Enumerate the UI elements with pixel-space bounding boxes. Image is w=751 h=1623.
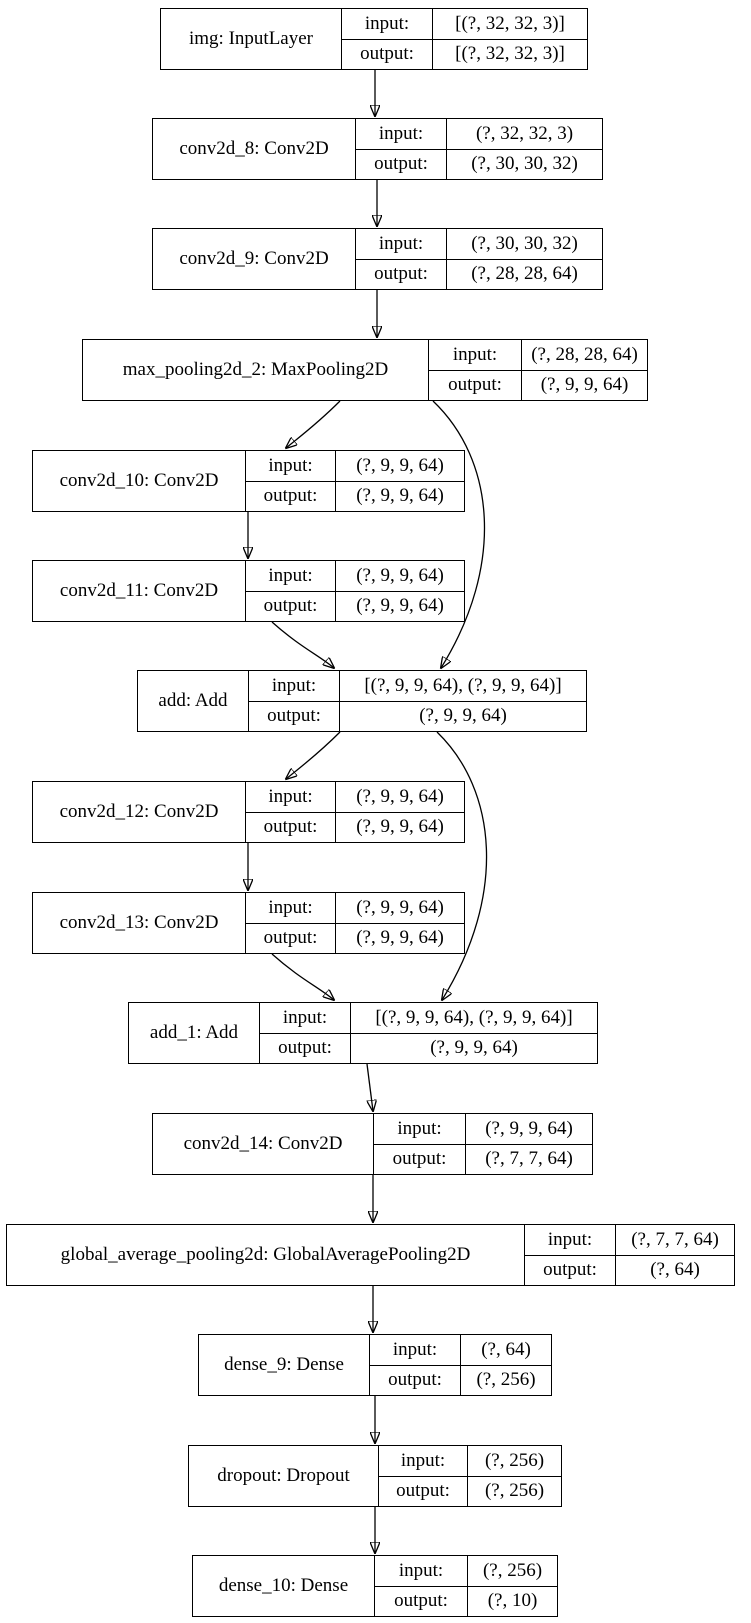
input-shape: (?, 30, 30, 32) (446, 229, 602, 259)
output-row-label: output: (448, 374, 502, 396)
output-row-label: output: (374, 263, 428, 285)
layer-node-add: add: Add input: [(?, 9, 9, 64), (?, 9, 9… (137, 670, 587, 732)
input-row-label: input: (268, 454, 313, 476)
input-row-label: input: (271, 674, 317, 696)
output-shape: (?, 9, 9, 64) (339, 701, 586, 731)
output-shape: (?, 28, 28, 64) (446, 259, 602, 289)
layer-node-conv2d_10: conv2d_10: Conv2D input: (?, 9, 9, 64) o… (32, 450, 465, 512)
layer-node-conv2d_8: conv2d_8: Conv2D input: (?, 32, 32, 3) o… (152, 118, 603, 180)
output-shape: (?, 7, 7, 64) (465, 1144, 592, 1174)
layer-name: conv2d_11: Conv2D (59, 580, 219, 601)
layer-node-dropout: dropout: Dropout input: (?, 256) output:… (188, 1445, 562, 1507)
layer-name: conv2d_14: Conv2D (183, 1133, 343, 1154)
output-shape: (?, 64) (615, 1255, 734, 1285)
edge-conv2d_13-to-add_1 (271, 953, 334, 1000)
input-shape: [(?, 9, 9, 64), (?, 9, 9, 64)] (339, 671, 586, 701)
edge-add-to-conv2d_12 (286, 731, 341, 779)
input-row-label: input: (398, 1559, 444, 1581)
layer-node-conv2d_14: conv2d_14: Conv2D input: (?, 9, 9, 64) o… (152, 1113, 593, 1175)
input-row-label: input: (397, 1117, 442, 1139)
layer-name: dense_9: Dense (224, 1354, 344, 1375)
input-shape: [(?, 9, 9, 64), (?, 9, 9, 64)] (350, 1003, 597, 1033)
edge-add_1-to-conv2d_14 (366, 1063, 373, 1111)
output-shape: (?, 256) (460, 1365, 551, 1395)
input-row-label: input: (364, 12, 410, 34)
input-row-label: input: (282, 1006, 328, 1028)
input-shape: (?, 256) (467, 1556, 557, 1586)
output-row-label: output: (543, 1259, 597, 1281)
layer-name: conv2d_8: Conv2D (179, 138, 329, 159)
output-row-label: output: (374, 153, 428, 175)
input-row-label: input: (400, 1449, 446, 1471)
output-row-label: output: (392, 1148, 447, 1170)
input-shape: (?, 256) (467, 1446, 561, 1476)
input-shape: (?, 64) (460, 1335, 551, 1365)
layer-node-add_1: add_1: Add input: [(?, 9, 9, 64), (?, 9,… (128, 1002, 598, 1064)
input-shape: (?, 28, 28, 64) (521, 340, 647, 370)
layer-node-conv2d_9: conv2d_9: Conv2D input: (?, 30, 30, 32) … (152, 228, 603, 290)
input-shape: (?, 9, 9, 64) (335, 893, 464, 923)
output-shape: [(?, 32, 32, 3)] (432, 39, 587, 69)
layer-name: img: InputLayer (189, 28, 313, 49)
output-shape: (?, 30, 30, 32) (446, 149, 602, 179)
input-row-label: input: (378, 122, 424, 144)
layer-name: global_average_pooling2d: GlobalAverageP… (60, 1244, 471, 1265)
layer-name: conv2d_12: Conv2D (59, 801, 219, 822)
edge-max_pooling2d_2-to-conv2d_10 (286, 400, 341, 448)
layer-node-max_pooling2d_2: max_pooling2d_2: MaxPooling2D input: (?,… (82, 339, 648, 401)
output-row-label: output: (394, 1590, 448, 1612)
input-shape: [(?, 32, 32, 3)] (432, 9, 587, 39)
output-shape: (?, 9, 9, 64) (335, 812, 464, 842)
edge-max_pooling2d_2-to-add (432, 400, 486, 668)
output-row-label: output: (388, 1369, 442, 1391)
layer-node-conv2d_11: conv2d_11: Conv2D input: (?, 9, 9, 64) o… (32, 560, 465, 622)
output-row-label: output: (263, 927, 318, 949)
input-row-label: input: (268, 564, 313, 586)
output-row-label: output: (278, 1037, 332, 1059)
layer-name: dense_10: Dense (218, 1575, 349, 1596)
layer-name: conv2d_13: Conv2D (59, 912, 219, 933)
layer-node-img: img: InputLayer input: [(?, 32, 32, 3)] … (160, 8, 588, 70)
layer-name: add_1: Add (149, 1022, 239, 1043)
output-shape: (?, 256) (467, 1476, 561, 1506)
layer-node-conv2d_13: conv2d_13: Conv2D input: (?, 9, 9, 64) o… (32, 892, 465, 954)
layer-name: max_pooling2d_2: MaxPooling2D (122, 359, 389, 380)
output-row-label: output: (263, 816, 318, 838)
input-row-label: input: (392, 1338, 438, 1360)
edge-conv2d_11-to-add (271, 621, 334, 668)
output-shape: (?, 9, 9, 64) (521, 370, 647, 400)
input-row-label: input: (378, 232, 424, 254)
input-row-label: input: (452, 343, 498, 365)
layer-name: conv2d_10: Conv2D (59, 470, 219, 491)
output-row-label: output: (360, 43, 414, 65)
output-shape: (?, 9, 9, 64) (350, 1033, 597, 1063)
input-shape: (?, 9, 9, 64) (335, 782, 464, 812)
output-row-label: output: (396, 1480, 450, 1502)
layer-node-conv2d_12: conv2d_12: Conv2D input: (?, 9, 9, 64) o… (32, 781, 465, 843)
input-row-label: input: (547, 1228, 593, 1250)
edge-add-to-add_1 (436, 731, 488, 1000)
input-row-label: input: (268, 785, 313, 807)
output-shape: (?, 10) (467, 1586, 557, 1616)
input-shape: (?, 32, 32, 3) (446, 119, 602, 149)
input-shape: (?, 9, 9, 64) (335, 561, 464, 591)
input-shape: (?, 9, 9, 64) (335, 451, 464, 481)
output-shape: (?, 9, 9, 64) (335, 923, 464, 953)
output-row-label: output: (263, 485, 318, 507)
layer-node-dense_10: dense_10: Dense input: (?, 256) output: … (192, 1555, 558, 1617)
layer-name: conv2d_9: Conv2D (179, 248, 329, 269)
layer-name: dropout: Dropout (217, 1465, 350, 1486)
output-shape: (?, 9, 9, 64) (335, 591, 464, 621)
layer-node-global_average_pooling2d: global_average_pooling2d: GlobalAverageP… (6, 1224, 735, 1286)
input-shape: (?, 9, 9, 64) (465, 1114, 592, 1144)
output-row-label: output: (267, 705, 321, 727)
input-row-label: input: (268, 896, 313, 918)
output-shape: (?, 9, 9, 64) (335, 481, 464, 511)
layer-node-dense_9: dense_9: Dense input: (?, 64) output: (?… (198, 1334, 552, 1396)
output-row-label: output: (263, 595, 318, 617)
layer-name: add: Add (158, 690, 228, 711)
input-shape: (?, 7, 7, 64) (615, 1225, 734, 1255)
